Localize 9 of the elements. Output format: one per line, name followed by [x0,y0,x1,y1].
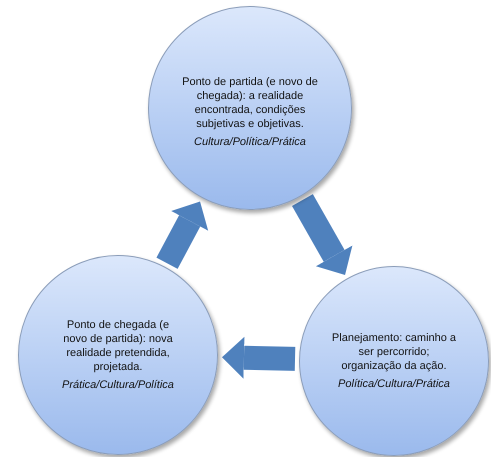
block-arrow [292,194,352,275]
stage-dimensions: Prática/Cultura/Política [62,378,174,392]
stage-description: Ponto de chegada (e novo de partida): nova realidade pretendida, projetada. [62,318,174,374]
block-arrow [222,336,296,379]
stage-dimensions: Política/Cultura/Prática [338,377,450,391]
stage-description: Ponto de partida (e novo de chegada): a realidade encontrada, condições subjetivas e objetivas. [181,75,319,131]
block-arrow [156,201,208,269]
stage-description: Planejamento: caminho a ser percorrido; organização da ação. [330,331,458,373]
stage-dimensions: Cultura/Política/Prática [194,135,306,149]
